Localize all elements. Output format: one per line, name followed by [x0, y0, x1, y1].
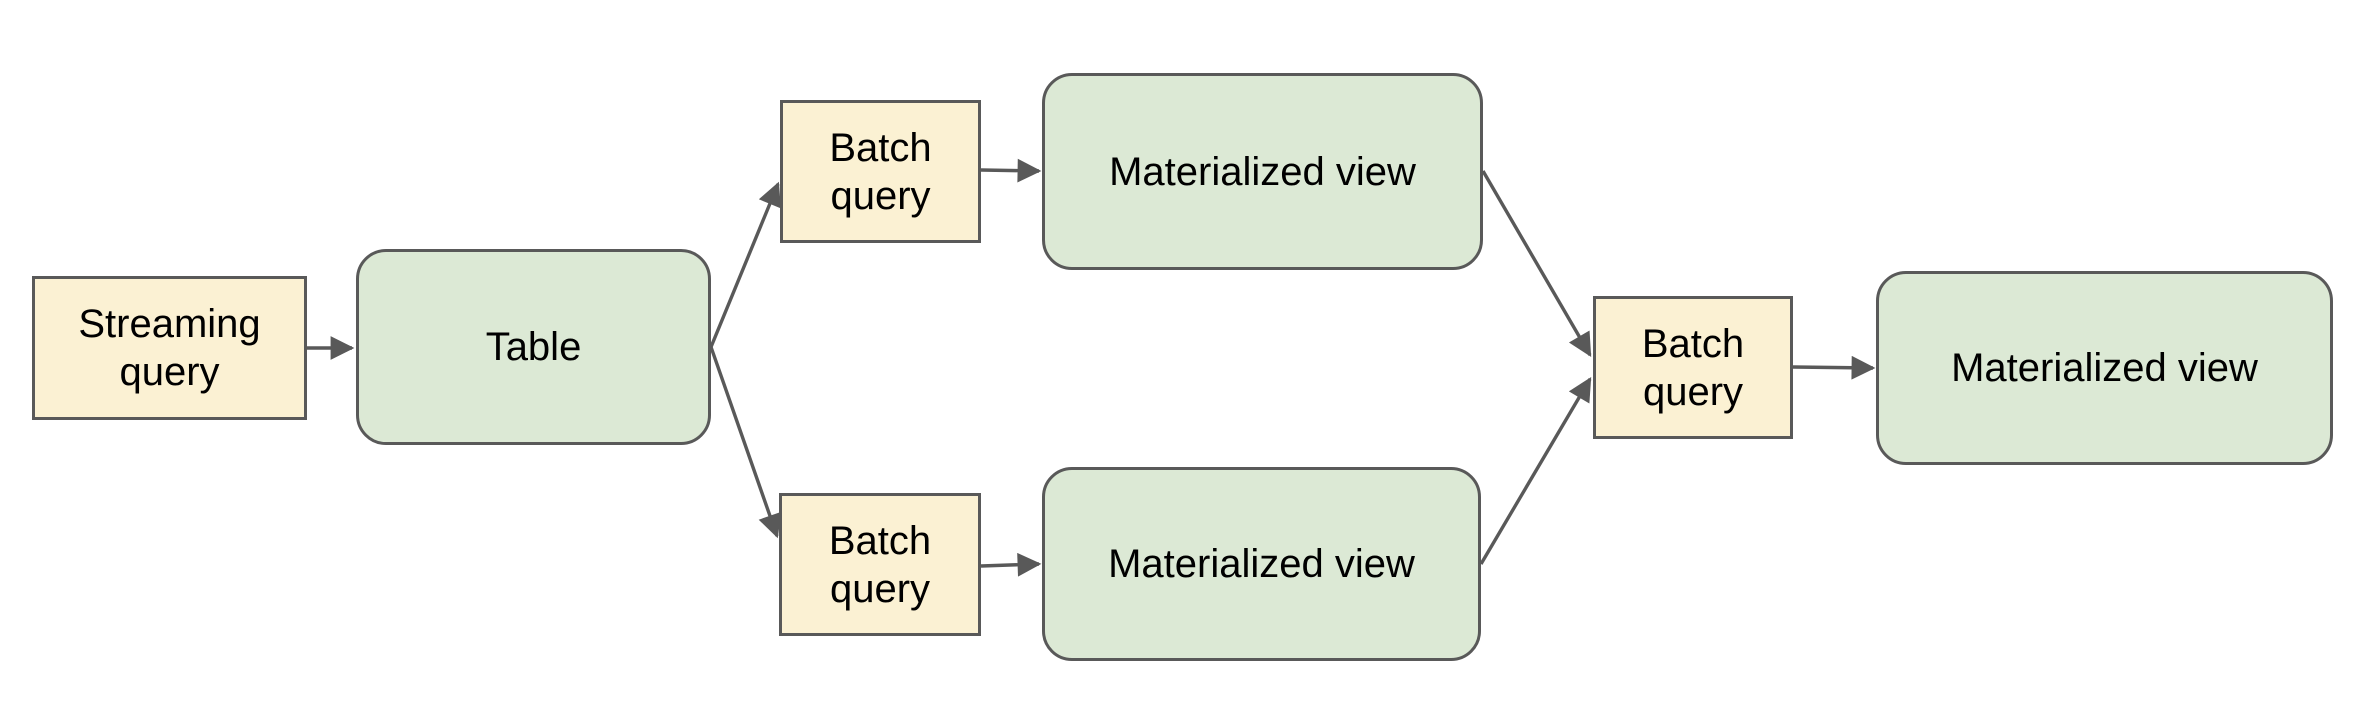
node-label: Materialized view [1109, 149, 1416, 194]
node-materialized-view-top: Materialized view [1042, 73, 1483, 270]
node-batch-query-bottom: Batch query [779, 493, 981, 636]
node-materialized-view-bottom: Materialized view [1042, 467, 1481, 661]
edge-table-to-batch-query-bottom [709, 346, 782, 539]
edge-batch-query-bottom-to-mv-bottom [980, 552, 1042, 577]
edge-batch-query-top-to-mv-top [980, 158, 1042, 183]
node-materialized-view-right: Materialized view [1876, 271, 2333, 465]
edge-batch-query-right-to-mv-right [1792, 355, 1876, 380]
node-label: Materialized view [1951, 346, 2258, 390]
node-label: Batch query [1641, 321, 1745, 414]
node-table: Table [356, 249, 711, 445]
node-label: Batch query [829, 125, 932, 218]
node-label: Batch query [828, 518, 932, 611]
node-streaming-query: Streaming query [32, 276, 307, 420]
node-label: Streaming query [78, 302, 261, 394]
node-label: Materialized view [1108, 542, 1415, 586]
edge-mv-top-to-batch-query-right [1481, 170, 1592, 358]
node-label: Table [485, 325, 582, 369]
edge-table-to-batch-query-top [709, 181, 781, 348]
node-batch-query-top: Batch query [780, 100, 981, 243]
node-batch-query-right: Batch query [1593, 296, 1793, 439]
edge-mv-bottom-to-batch-query-right [1479, 376, 1592, 565]
